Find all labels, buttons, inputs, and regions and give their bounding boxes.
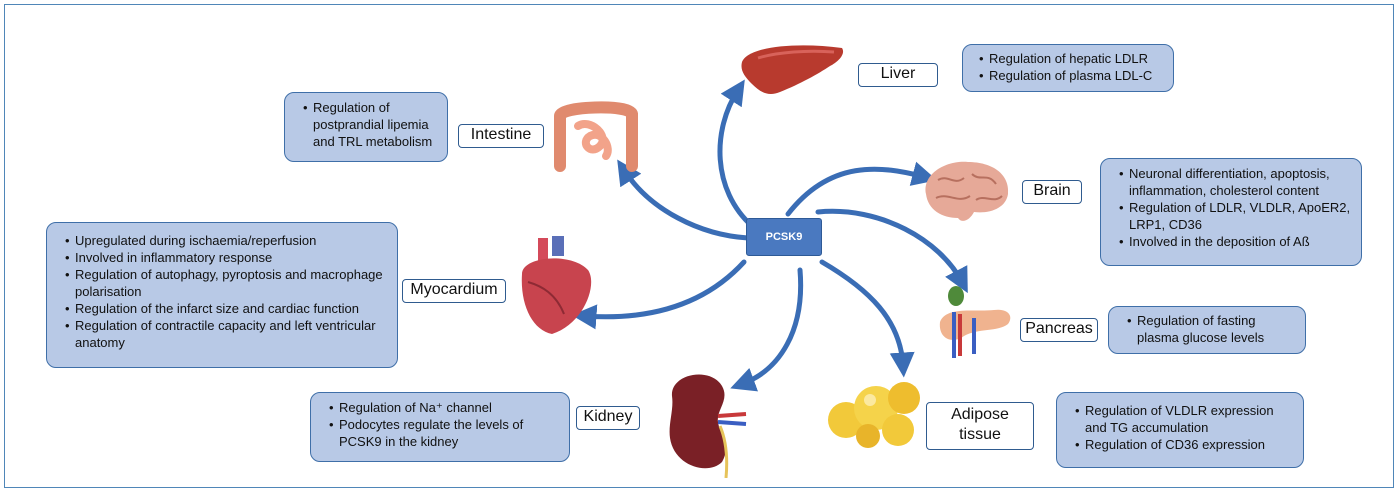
liver-box: Regulation of hepatic LDLR Regulation of… <box>962 44 1174 92</box>
brain-item: Neuronal differentiation, apoptosis, inf… <box>1129 165 1353 199</box>
arrow-to-intestine <box>624 170 748 238</box>
brain-item: Involved in the deposition of Aß <box>1129 233 1353 250</box>
adipose-icon <box>824 374 924 450</box>
liver-label: Liver <box>858 63 938 87</box>
brain-item: Regulation of LDLR, VLDLR, ApoER2, LRP1,… <box>1129 199 1353 233</box>
myocardium-item: Regulation of autophagy, pyroptosis and … <box>75 266 389 300</box>
heart-icon <box>512 234 598 340</box>
myocardium-item: Regulation of the infarct size and cardi… <box>75 300 389 317</box>
myocardium-box: Upregulated during ischaemia/reperfusion… <box>46 222 398 368</box>
intestine-box: Regulation of postprandial lipemia and T… <box>284 92 448 162</box>
brain-label: Brain <box>1022 180 1082 204</box>
adipose-label-line2: tissue <box>927 425 1033 445</box>
pancreas-item: Regulation of fasting plasma glucose lev… <box>1137 312 1297 346</box>
arrow-to-kidney <box>742 270 801 384</box>
kidney-item: Regulation of Na⁺ channel <box>339 399 561 416</box>
brain-icon <box>918 156 1014 228</box>
liver-item: Regulation of hepatic LDLR <box>989 50 1165 67</box>
arrow-to-adipose <box>822 262 903 365</box>
adipose-label-line1: Adipose <box>927 405 1033 425</box>
intestine-item: Regulation of postprandial lipemia and T… <box>313 99 439 150</box>
pancreas-box: Regulation of fasting plasma glucose lev… <box>1108 306 1306 354</box>
arrow-to-brain <box>788 169 925 214</box>
myocardium-item: Upregulated during ischaemia/reperfusion <box>75 232 389 249</box>
kidney-box: Regulation of Na⁺ channel Podocytes regu… <box>310 392 570 462</box>
pancreas-icon <box>934 282 1016 362</box>
arrow-to-liver <box>720 90 752 226</box>
liver-item: Regulation of plasma LDL-C <box>989 67 1165 84</box>
arrow-to-myocardium <box>584 262 744 317</box>
pcsk9-node: PCSK9 <box>746 218 822 256</box>
kidney-item: Podocytes regulate the levels of PCSK9 i… <box>339 416 561 450</box>
myocardium-label: Myocardium <box>402 279 506 303</box>
adipose-box: Regulation of VLDLR expression and TG ac… <box>1056 392 1304 468</box>
brain-box: Neuronal differentiation, apoptosis, inf… <box>1100 158 1362 266</box>
intestine-icon <box>550 96 640 176</box>
adipose-item: Regulation of VLDLR expression and TG ac… <box>1085 402 1295 436</box>
pancreas-label: Pancreas <box>1020 318 1098 342</box>
kidney-label: Kidney <box>576 406 640 430</box>
adipose-label: Adipose tissue <box>926 402 1034 450</box>
myocardium-item: Involved in inflammatory response <box>75 249 389 266</box>
myocardium-item: Regulation of contractile capacity and l… <box>75 317 389 351</box>
adipose-item: Regulation of CD36 expression <box>1085 436 1295 453</box>
intestine-label: Intestine <box>458 124 544 148</box>
liver-icon <box>738 40 848 100</box>
kidney-icon <box>660 366 750 478</box>
